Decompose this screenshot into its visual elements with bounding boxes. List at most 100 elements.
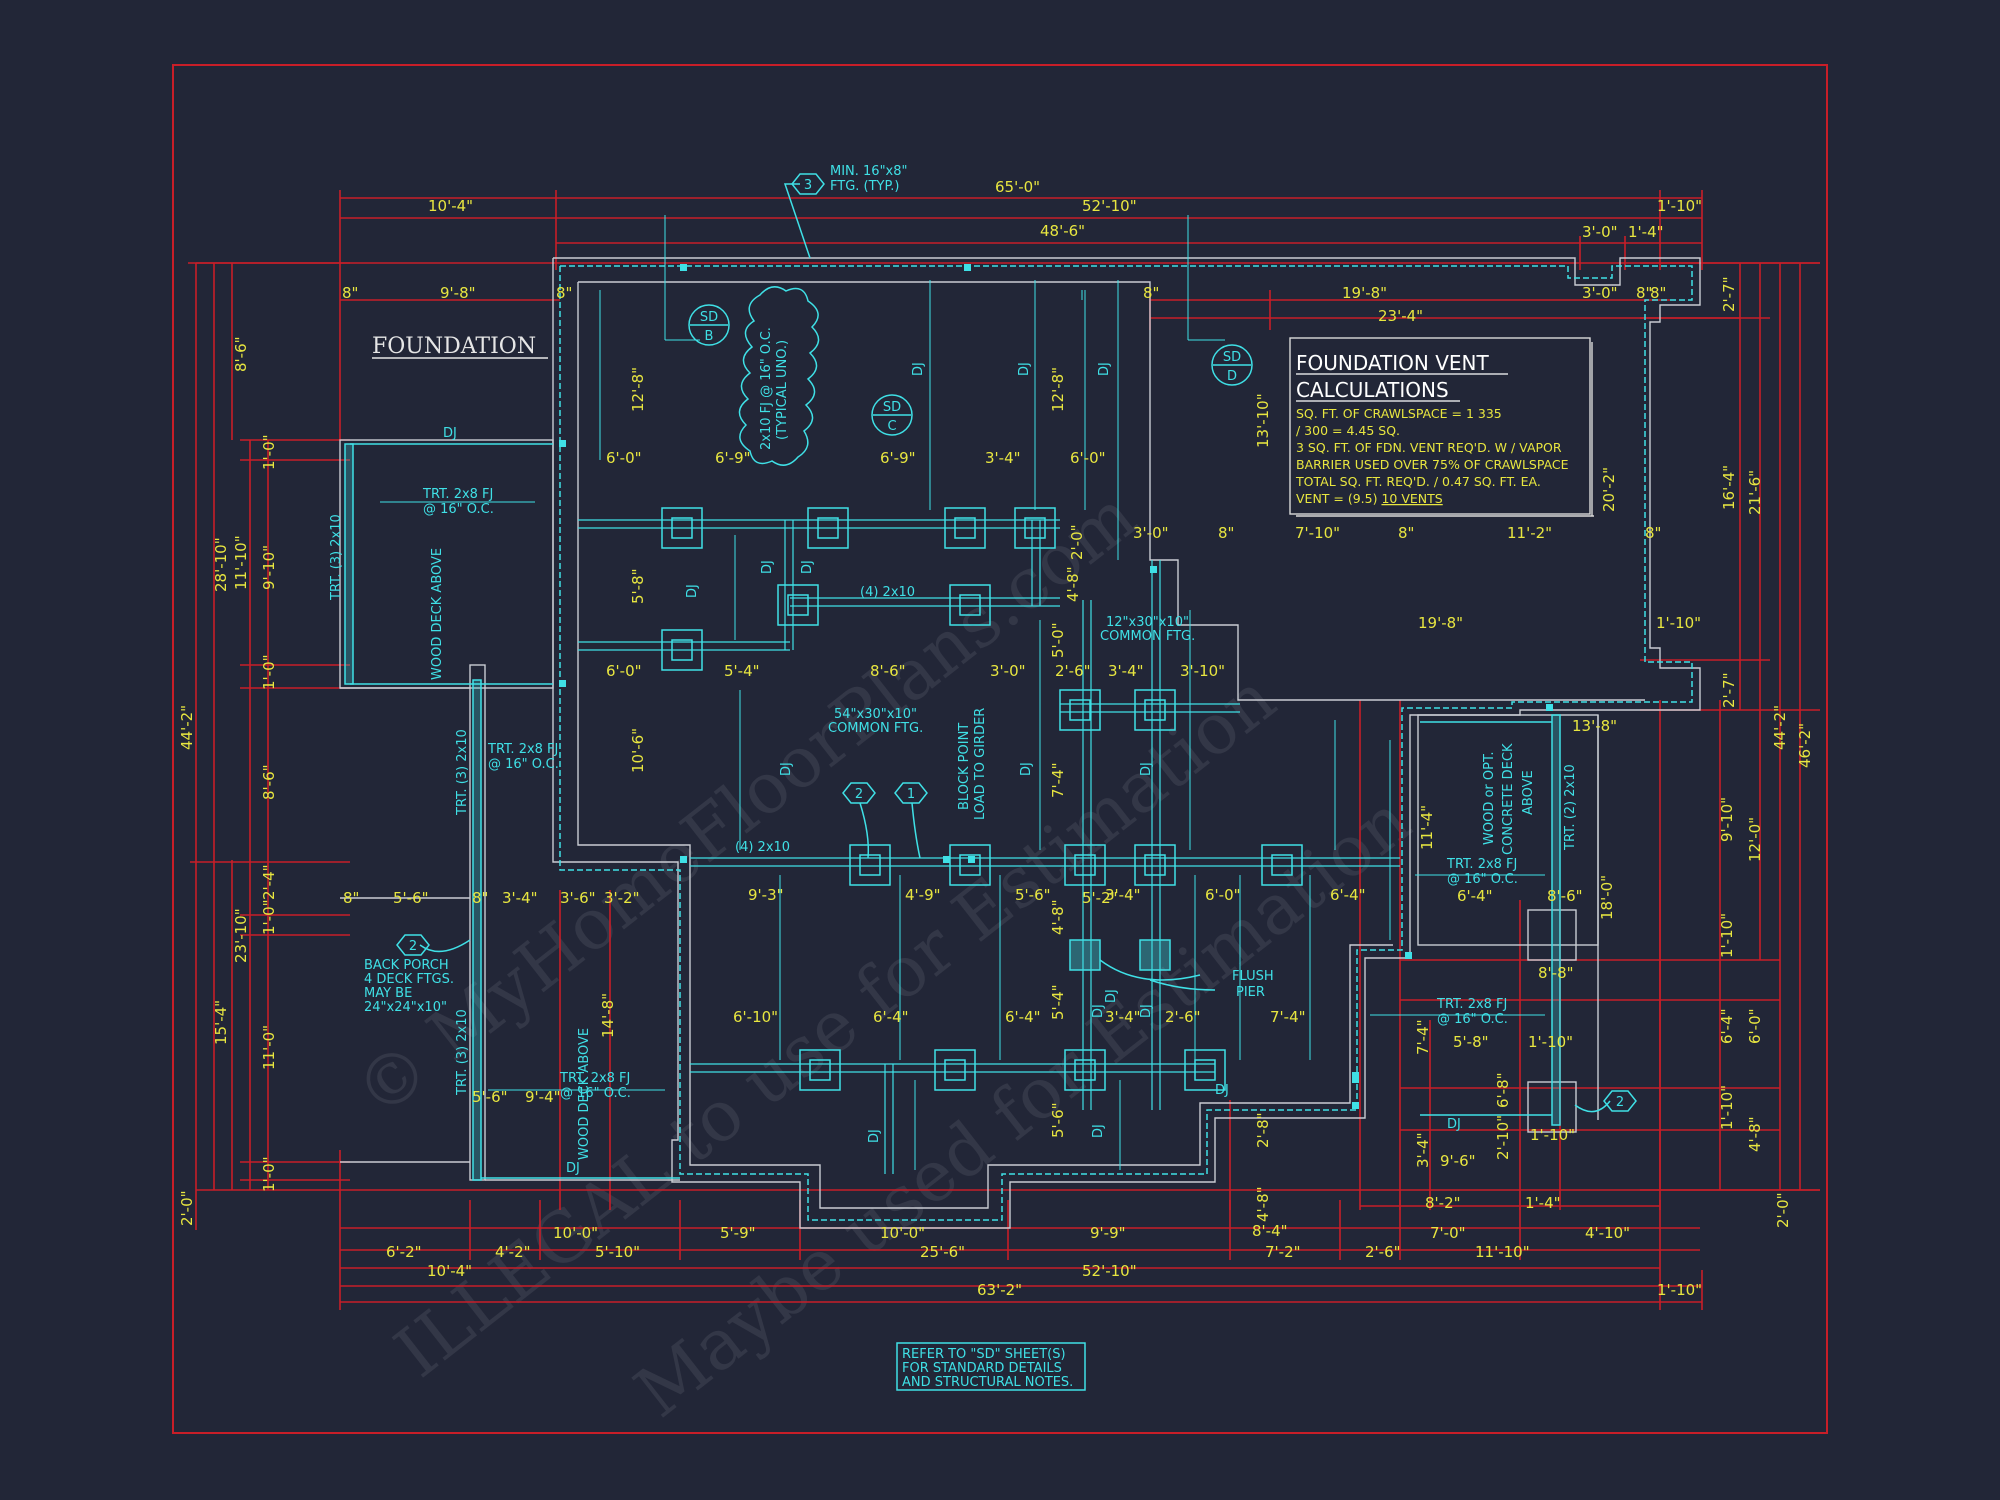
dim-interior: 5'-6"	[1015, 886, 1051, 904]
dj-label: DJ	[1097, 362, 1112, 376]
dim-top-sub: 48'-6"	[1040, 222, 1085, 240]
dj-label: DJ	[685, 584, 700, 598]
vent-heading-line-1: FOUNDATION VENT	[1296, 351, 1489, 375]
dim-left: 23'-10"	[232, 908, 250, 963]
dim-interior: 6'-9"	[880, 449, 916, 467]
dim-a6: 23'-4"	[1378, 307, 1423, 325]
dim-v: 4'-8"	[1049, 899, 1067, 935]
dim-right: 4'-8"	[1746, 1116, 1764, 1152]
dim-right: 21'-6"	[1746, 470, 1764, 515]
dimension-text-bottom: 10'-0" 5'-9" 10'-0" 9'-9" 8'-4" 7'-0" 4'…	[386, 1194, 1702, 1299]
vent-line-5: TOTAL SQ. FT. REQ'D. / 0.47 SQ. FT. EA.	[1295, 474, 1541, 489]
dj-label: DJ	[1017, 362, 1032, 376]
dj-label: DJ	[800, 560, 815, 574]
trt-3-2x10-c: TRT. (3) 2x10	[455, 1009, 470, 1096]
block-point-line-1: BLOCK POINT	[957, 723, 972, 810]
dim-left: 3'-6"	[560, 889, 596, 907]
wood-opt-line-1: WOOD or OPT.	[1482, 752, 1497, 846]
dim-interior: 8"	[1645, 524, 1661, 542]
dim-right: 9'-10"	[1718, 797, 1736, 842]
common-ftg-1-a: 12"x30"x10"	[1106, 615, 1189, 630]
dim-interior: 6'-0"	[606, 449, 642, 467]
dim-interior: 1'-10"	[1530, 1126, 1575, 1144]
dim-right: 44'-2"	[1771, 705, 1789, 750]
trt-3-2x10-a: TRT. (3) 2x10	[329, 514, 344, 601]
dim-right: 2'-7"	[1720, 276, 1738, 312]
structural-framing	[344, 173, 1693, 1391]
dim-interior: 8"	[1218, 524, 1234, 542]
back-porch-line-3: MAY BE	[364, 986, 412, 1001]
girder-4-2x10-upper: (4) 2x10	[860, 585, 915, 600]
trt-fj-3-b: @ 16" O.C.	[560, 1086, 631, 1101]
dim-top-r1: 3'-0"	[1582, 223, 1618, 241]
dim-bottom-e2: 1'-10"	[1657, 1281, 1702, 1299]
trt-fj-4-a: TRT. 2x8 FJ	[1446, 857, 1517, 872]
dim-a9: 8"	[1650, 284, 1666, 302]
common-ftg-2-b: COMMON FTG.	[828, 721, 923, 736]
dim-v: 12'-8"	[1049, 367, 1067, 412]
sheet-border	[172, 64, 1828, 1434]
dimension-lines	[188, 190, 1820, 1310]
dj-label: DJ	[443, 426, 457, 441]
dim-bottom-c2: 4'-2"	[495, 1243, 531, 1261]
vent-line-2: / 300 = 4.45 SQ.	[1296, 423, 1400, 438]
dim-interior: 6'-0"	[1205, 886, 1241, 904]
flush-pier-line-1: FLUSH	[1232, 969, 1274, 984]
dimension-text-left: 8'-6" 1'-0" 9'-10" 1'-0" 11'-10" 28'-10"…	[178, 336, 596, 1226]
trt-fj-2-b: @ 16" O.C.	[488, 757, 559, 772]
dim-interior: 6'-10"	[733, 1008, 778, 1026]
dim-interior: 6'-9"	[715, 449, 751, 467]
dj-label: DJ	[779, 762, 794, 776]
dim-interior: 3'-4"	[502, 889, 538, 907]
dim-v: 7'-4"	[1049, 762, 1067, 798]
dim-right: 12'-0"	[1746, 817, 1764, 862]
dj-label: DJ	[1091, 1124, 1106, 1138]
dim-interior: 5'-4"	[724, 662, 760, 680]
dim-v: 10'-6"	[629, 728, 647, 773]
common-ftg-2-a: 54"x30"x10"	[834, 707, 917, 722]
dim-bottom-b1: 10'-0"	[553, 1224, 598, 1242]
note-line-3: AND STRUCTURAL NOTES.	[902, 1375, 1073, 1390]
dim-left: 8"	[343, 889, 359, 907]
dim-interior: 9'-3"	[748, 886, 784, 904]
dj-label: DJ	[566, 1161, 580, 1176]
dim-interior: 5'-6"	[393, 889, 429, 907]
dim-bottom-b3: 10'-0"	[880, 1224, 925, 1242]
dim-interior: 3'-4"	[985, 449, 1021, 467]
dim-bottom-c3: 5'-10"	[595, 1243, 640, 1261]
dim-interior: 2'-6"	[1055, 662, 1091, 680]
dj-label: DJ	[1215, 1083, 1229, 1098]
dim-bottom-c6: 2'-6"	[1365, 1243, 1401, 1261]
dim-bottom-c7: 11'-10"	[1475, 1243, 1530, 1261]
dim-interior: 9'-4"	[525, 1088, 561, 1106]
trt-2-2x10: TRT. (2) 2x10	[1563, 764, 1578, 851]
sd-c-bottom: C	[887, 419, 896, 434]
dim-v: 2'-10"	[1494, 1115, 1512, 1160]
dim-interior: 3'-0"	[990, 662, 1026, 680]
dimension-text-top: 65'-0" 10'-4" 52'-10" 1'-10" 48'-6" 3'-0…	[342, 178, 1702, 325]
dim-v: 13'-10"	[1254, 393, 1272, 448]
dim-v: 2'-0"	[1068, 524, 1086, 560]
tag-2-center: 2	[855, 787, 863, 802]
dim-a3: 8"	[556, 284, 572, 302]
dim-top-mid: 52'-10"	[1082, 197, 1137, 215]
dj-label: DJ	[1139, 1004, 1154, 1018]
tag-2-right: 2	[1616, 1095, 1624, 1110]
dimension-text-right: 2'-7" 16'-4" 21'-6" 2'-7" 44'-2" 46'-2" …	[1598, 276, 1814, 1228]
dim-bottom-c1: 6'-2"	[386, 1243, 422, 1261]
vent-line-3: 3 SQ. FT. OF FDN. VENT REQ'D. W / VAPOR	[1296, 440, 1562, 455]
pier-pads	[661, 507, 1303, 1091]
dim-left: 2'-4"	[260, 864, 278, 900]
dj-label: DJ	[1019, 762, 1034, 776]
trt-fj-3-a: TRT. 2x8 FJ	[559, 1071, 630, 1086]
dim-interior: 11'-2"	[1507, 524, 1552, 542]
dim-interior: 2'-6"	[1165, 1008, 1201, 1026]
dim-interior: 5'-2"	[1082, 889, 1118, 907]
dim-v: 5'-4"	[1049, 984, 1067, 1020]
dimension-text-vertical-interior: 12'-8" 12'-8" 13'-10" 5'-8" 10'-6" 7'-4"…	[599, 367, 1618, 1222]
dj-label: DJ	[911, 362, 926, 376]
dim-top-left: 10'-4"	[428, 197, 473, 215]
dim-bottom-d2: 52'-10"	[1082, 1262, 1137, 1280]
dim-left: 2'-0"	[178, 1190, 196, 1226]
dim-interior: 19'-8"	[1418, 614, 1463, 632]
